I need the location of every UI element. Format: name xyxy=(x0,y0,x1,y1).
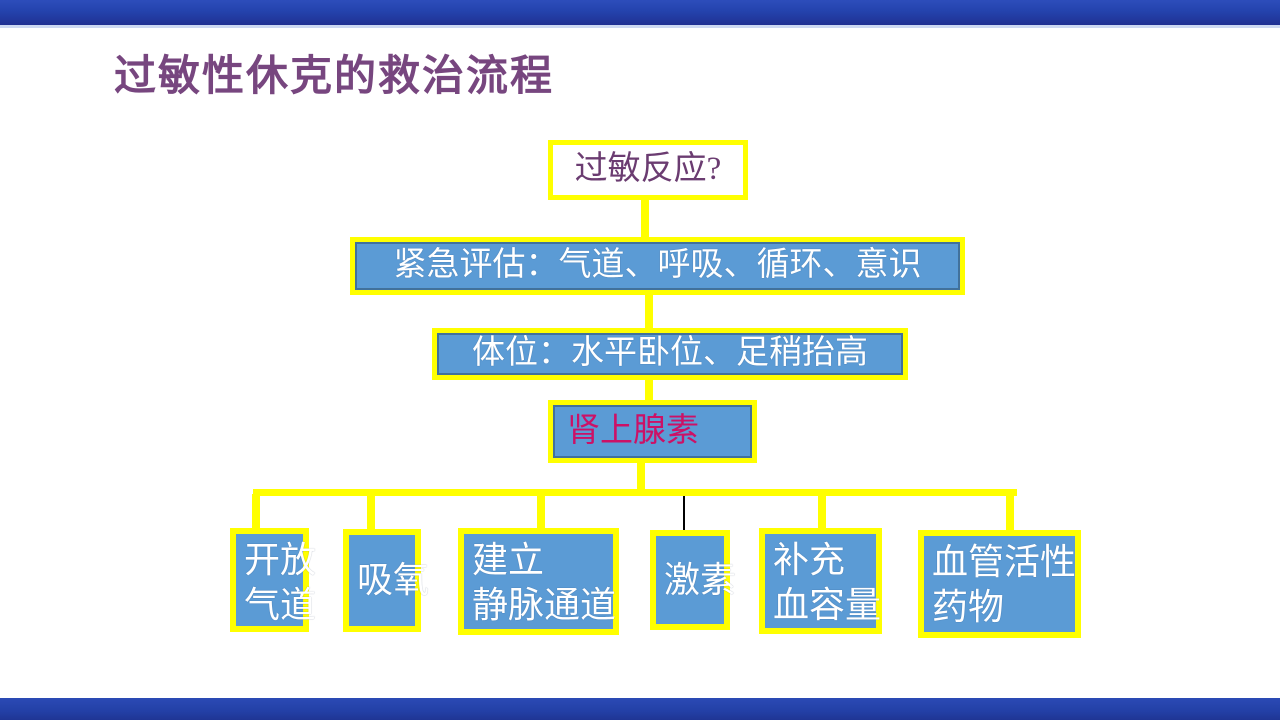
action-iv-access: 建立 静脉通道 xyxy=(458,528,619,635)
action-hormone: 激素 xyxy=(650,530,736,630)
node-assessment-label: 紧急评估：气道、呼吸、循环、意识 xyxy=(393,247,922,284)
node-epinephrine-label: 肾上腺素 xyxy=(567,412,699,449)
connector-drop-hormone-thin-black xyxy=(683,496,685,532)
connector-drop-airway xyxy=(252,494,260,531)
connector-branch-horizontal xyxy=(253,489,1017,496)
action-vasoactive: 血管活性 药物 xyxy=(918,530,1081,638)
node-epinephrine: 肾上腺素 xyxy=(548,400,757,463)
node-assessment: 紧急评估：气道、呼吸、循环、意识 xyxy=(350,237,965,295)
action-open-airway-label: 开放 气道 xyxy=(244,540,317,625)
action-iv-access-label: 建立 静脉通道 xyxy=(472,540,617,625)
connector-drop-volume xyxy=(818,494,826,530)
slide-title: 过敏性休克的救治流程 xyxy=(114,54,555,100)
node-question-label: 过敏反应? xyxy=(574,151,722,188)
connector-assessment-position xyxy=(645,293,653,330)
connector-drop-iv xyxy=(537,494,545,530)
connector-drop-vasoactive xyxy=(1006,494,1014,532)
node-position: 体位：水平卧位、足稍抬高 xyxy=(432,328,908,380)
action-open-airway: 开放 气道 xyxy=(230,528,316,632)
connector-position-epinephrine xyxy=(645,378,653,402)
action-vasoactive-label: 血管活性 药物 xyxy=(932,542,1077,627)
action-oxygen: 吸氧 xyxy=(343,529,429,632)
action-hormone-label: 激素 xyxy=(664,559,737,600)
connector-question-assessment xyxy=(641,198,649,239)
node-question: 过敏反应? xyxy=(548,140,748,200)
bottom-blue-band xyxy=(0,698,1280,720)
top-blue-band xyxy=(0,0,1280,28)
action-volume-label: 补充 血容量 xyxy=(773,540,882,625)
connector-drop-oxygen xyxy=(367,494,375,532)
action-oxygen-label: 吸氧 xyxy=(357,560,430,600)
connector-epinephrine-trunk xyxy=(637,461,645,491)
action-volume: 补充 血容量 xyxy=(759,528,882,634)
node-position-label: 体位：水平卧位、足稍抬高 xyxy=(472,335,868,372)
